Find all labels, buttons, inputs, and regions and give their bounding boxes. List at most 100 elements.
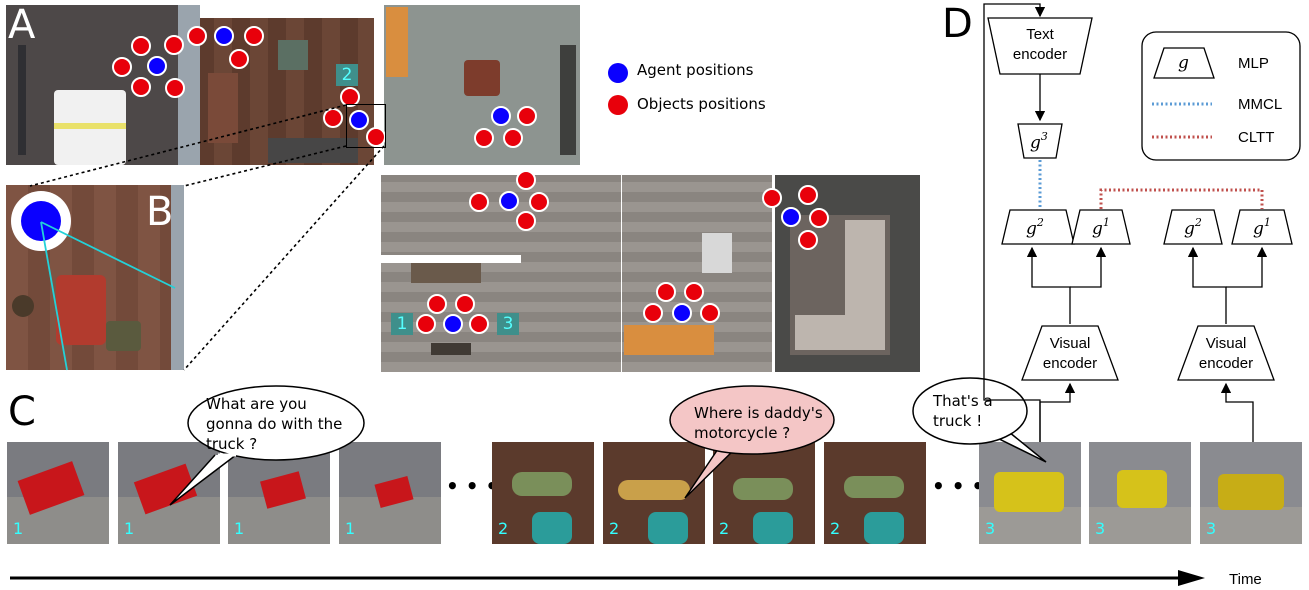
visual-encoder-block-left bbox=[1021, 325, 1119, 381]
object-position-dot bbox=[762, 188, 782, 208]
object-position-dot bbox=[516, 211, 536, 231]
agent-position-dot bbox=[349, 110, 369, 130]
speech-bubble-2: Where is daddy's motorcycle ? bbox=[694, 404, 823, 442]
object-position-dot bbox=[517, 106, 537, 126]
g1-right-label: g1 bbox=[1253, 216, 1271, 239]
frame-number: 3 bbox=[1095, 519, 1106, 538]
frame-10: 3 bbox=[1089, 442, 1191, 544]
room-tag-2: 2 bbox=[336, 64, 358, 86]
agent-position-dot bbox=[781, 207, 801, 227]
agent-position-dot bbox=[443, 314, 463, 334]
g1-mlp-block-left bbox=[1071, 209, 1131, 245]
object-position-dot bbox=[643, 303, 663, 323]
agent-position-dot bbox=[672, 303, 692, 323]
legend-agent-dot bbox=[608, 63, 628, 83]
object-position-dot bbox=[164, 35, 184, 55]
panel-label-a: A bbox=[8, 2, 36, 48]
object-position-dot bbox=[112, 57, 132, 77]
object-position-dot bbox=[469, 314, 489, 334]
frame-7: 2 bbox=[713, 442, 815, 544]
legend-mmcl-label: MMCL bbox=[1238, 96, 1282, 113]
object-position-dot bbox=[131, 77, 151, 97]
frame-number: 1 bbox=[13, 519, 24, 538]
object-position-dot bbox=[340, 87, 360, 107]
cltt-link bbox=[1099, 188, 1264, 209]
room-lounge bbox=[775, 175, 920, 372]
frame-3: 1 bbox=[228, 442, 330, 544]
room-kitchen bbox=[384, 5, 580, 165]
frame-number: 1 bbox=[234, 519, 245, 538]
g1-left-label: g1 bbox=[1092, 216, 1110, 239]
legend-mlp-label: MLP bbox=[1238, 55, 1269, 72]
object-position-dot bbox=[516, 170, 536, 190]
agent-position-dot bbox=[491, 106, 511, 126]
panel-label-d: D bbox=[942, 1, 973, 47]
visual-encoder-block-right bbox=[1177, 325, 1275, 381]
object-position-dot bbox=[416, 314, 436, 334]
object-position-dot bbox=[798, 230, 818, 250]
frame-1: 1 bbox=[7, 442, 109, 544]
panel-label-b: B bbox=[146, 189, 174, 235]
g3-label: g3 bbox=[1030, 130, 1048, 153]
frame-number: 2 bbox=[830, 519, 841, 538]
frame-number: 3 bbox=[1206, 519, 1217, 538]
object-position-dot bbox=[187, 26, 207, 46]
agent-position-dot bbox=[147, 56, 167, 76]
agent-large-dot bbox=[21, 201, 61, 241]
agent-position-dot bbox=[214, 26, 234, 46]
object-position-dot bbox=[469, 192, 489, 212]
object-position-dot bbox=[131, 36, 151, 56]
g1-mlp-block-right bbox=[1231, 209, 1293, 245]
g2-right-label: g2 bbox=[1184, 216, 1202, 239]
visual-encoder-left-label-1: Visual bbox=[1050, 335, 1091, 352]
frame-9: 3 bbox=[979, 442, 1081, 544]
frame-2: 1 bbox=[118, 442, 220, 544]
g2-left-label: g2 bbox=[1026, 216, 1044, 239]
room-tag-1: 1 bbox=[391, 313, 413, 335]
legend-mlp-icon bbox=[1153, 47, 1215, 79]
object-position-dot bbox=[244, 26, 264, 46]
object-position-dot bbox=[455, 294, 475, 314]
object-position-dot bbox=[656, 282, 676, 302]
frame-8: 2 bbox=[824, 442, 926, 544]
object-position-dot bbox=[529, 192, 549, 212]
speech-bubble-3: That's a truck ! bbox=[933, 392, 993, 430]
zoom-box bbox=[346, 104, 386, 148]
legend-cltt-label: CLTT bbox=[1238, 129, 1274, 146]
g2-mlp-block-right bbox=[1163, 209, 1223, 245]
object-position-dot bbox=[165, 78, 185, 98]
visual-encoder-right-label-2: encoder bbox=[1199, 355, 1253, 372]
timeline-ellipsis: • • • bbox=[932, 474, 985, 498]
time-arrow bbox=[10, 570, 1205, 586]
frame-number: 2 bbox=[719, 519, 730, 538]
timeline-ellipsis: • • • bbox=[446, 474, 499, 498]
text-encoder-label-1: Text bbox=[1026, 26, 1054, 43]
visual-encoder-left-label-2: encoder bbox=[1043, 355, 1097, 372]
object-position-dot bbox=[229, 49, 249, 69]
object-position-dot bbox=[700, 303, 720, 323]
text-encoder-label-2: encoder bbox=[1013, 46, 1067, 63]
g3-mlp-block bbox=[1017, 123, 1063, 159]
object-position-dot bbox=[474, 128, 494, 148]
object-position-dot bbox=[798, 185, 818, 205]
frame-number: 1 bbox=[345, 519, 356, 538]
legend-mlp-g: g bbox=[1178, 53, 1189, 73]
panel-label-c: C bbox=[8, 389, 36, 435]
legend-objects-dot bbox=[608, 95, 628, 115]
time-label: Time bbox=[1229, 571, 1262, 588]
frame-number: 1 bbox=[124, 519, 135, 538]
visual-encoder-right-label-1: Visual bbox=[1206, 335, 1247, 352]
object-position-dot bbox=[427, 294, 447, 314]
room-tag-3: 3 bbox=[497, 313, 519, 335]
agent-position-dot bbox=[499, 191, 519, 211]
frame-number: 2 bbox=[498, 519, 509, 538]
speech-bubble-1: What are you gonna do with the truck ? bbox=[206, 395, 343, 453]
frame-number: 3 bbox=[985, 519, 996, 538]
room-office bbox=[622, 175, 772, 372]
object-position-dot bbox=[809, 208, 829, 228]
frame-number: 2 bbox=[609, 519, 620, 538]
frame-5: 2 bbox=[492, 442, 594, 544]
